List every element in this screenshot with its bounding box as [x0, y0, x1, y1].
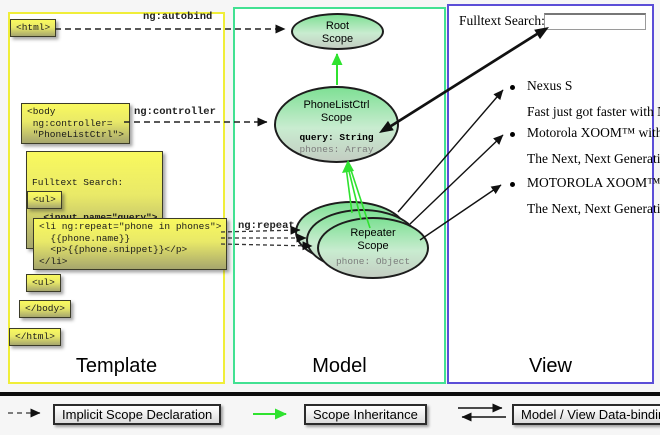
view-column-label: View — [529, 355, 572, 377]
view-item-title: Motorola XOOM™ with Wi-Fi — [527, 125, 660, 140]
template-column-label: Template — [75, 355, 158, 377]
fulltext-search-input[interactable] — [544, 13, 646, 30]
view-item-desc: Fast just got faster with Nexus S. — [527, 104, 660, 119]
code-box-li-repeat: <li ng:repeat="phone in phones"> {{phone… — [33, 218, 228, 270]
view-item-title: MOTOROLA XOOM™ — [527, 175, 660, 190]
code-box-body-open: <body ng:controller= "PhoneListCtrl"> — [21, 103, 130, 144]
code-box-ul-close: <ul> — [26, 274, 61, 292]
legend-model-view-data-binding: Model / View Data-binding — [512, 404, 660, 425]
view-search-label: Fulltext Search: — [459, 13, 545, 28]
view-item-desc: The Next, Next Generation tablet. — [527, 201, 660, 216]
code-box-body-close: </body> — [19, 300, 71, 318]
ng-autobind-label: ng:autobind — [143, 11, 213, 23]
ctrl-scope-query: query: String — [299, 132, 374, 143]
model-column-label: Model — [312, 355, 367, 377]
view-item-desc: The Next, Next Generation tablet. — [527, 151, 660, 166]
bullet-icon — [510, 85, 515, 90]
view-item-title: Nexus S — [527, 78, 573, 93]
legend-implicit-scope-declaration: Implicit Scope Declaration — [53, 404, 222, 425]
repeater-scope-title: Repeater Scope — [350, 227, 396, 252]
ctrl-scope-title: PhoneListCtrl Scope — [303, 99, 370, 124]
root-scope-title: Root Scope — [321, 20, 354, 45]
bullet-icon — [510, 182, 515, 187]
phonelistctrl-scope-ellipse: PhoneListCtrl Scope query: String phones… — [274, 86, 399, 163]
ng-controller-label: ng:controller — [134, 106, 216, 118]
code-box-html-close: </html> — [9, 328, 61, 346]
root-scope-ellipse: Root Scope — [291, 13, 384, 50]
view-column — [447, 4, 654, 384]
code-box-html-open: <html> — [10, 19, 57, 37]
ng-repeat-label: ng:repeat — [238, 220, 295, 232]
bullet-icon — [510, 132, 515, 137]
model-column — [233, 7, 446, 384]
code-box-ul-open: <ul> — [27, 191, 62, 209]
code-fulltext-label: Fulltext Search: — [32, 177, 124, 188]
repeater-scope-ellipse: Repeater Scope phone: Object — [317, 217, 429, 279]
legend-scope-inheritance: Scope Inheritance — [304, 404, 427, 425]
separator-line — [0, 392, 660, 396]
repeater-scope-phone: phone: Object — [335, 256, 411, 267]
code-fulltext-input: <input name="query"> — [32, 211, 158, 223]
ctrl-scope-phones: phones: Array — [299, 144, 374, 155]
